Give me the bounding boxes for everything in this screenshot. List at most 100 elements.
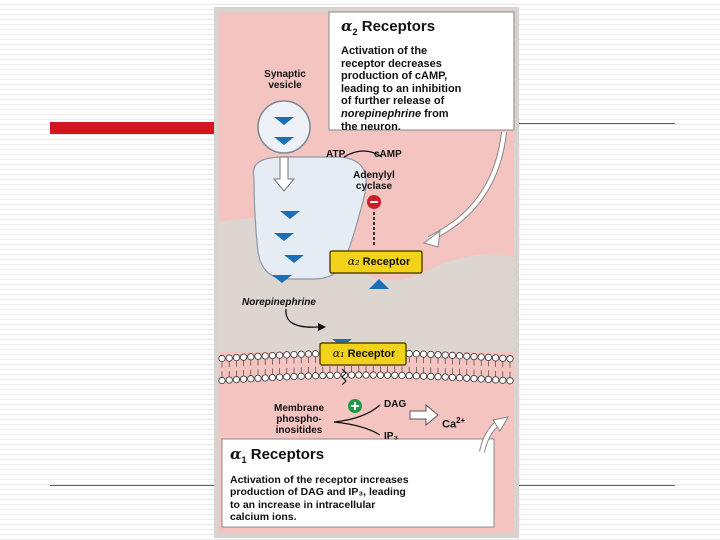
- lipid-head: [500, 355, 506, 361]
- lipid-head: [305, 351, 311, 357]
- adenylyl-line-2: cyclase: [344, 181, 404, 192]
- alpha1-line-1: Activation of the receptor increases: [230, 474, 490, 486]
- adenylyl-cyclase-label: Adenylyl cyclase: [344, 170, 404, 192]
- lipid-head: [456, 375, 462, 381]
- lipid-head: [363, 372, 369, 378]
- lipid-head: [226, 355, 232, 361]
- alpha1-title: α1 Receptors: [230, 445, 490, 469]
- lipid-head: [219, 377, 225, 383]
- alpha2-line-3: production of cAMP,: [341, 70, 511, 83]
- membrane-phosphoinositides-label: Membrane phospho- inositides: [264, 403, 334, 436]
- alpha2-line-7: the neuron.: [341, 121, 511, 134]
- lipid-head: [500, 377, 506, 383]
- lipid-head: [384, 372, 390, 378]
- lipid-head: [320, 372, 326, 378]
- alpha2-line-6: norepinephrine from: [341, 108, 511, 121]
- lipid-head: [392, 372, 398, 378]
- synaptic-label-line-1: Synaptic: [250, 69, 320, 80]
- alpha1-line-2: production of DAG and IP₃, leading: [230, 486, 490, 498]
- camp-label: cAMP: [374, 149, 402, 160]
- lipid-head: [226, 377, 232, 383]
- lipid-head: [464, 375, 470, 381]
- lipid-head: [377, 372, 383, 378]
- lipid-head: [276, 352, 282, 358]
- alpha1-receptor-label: α₁ Receptor: [324, 348, 404, 360]
- lipid-head: [507, 378, 513, 384]
- membrane-line-3: inositides: [264, 425, 334, 436]
- lipid-head: [464, 353, 470, 359]
- lipid-head: [255, 353, 261, 359]
- lipid-head: [219, 355, 225, 361]
- lipid-head: [284, 352, 290, 358]
- lipid-head: [449, 374, 455, 380]
- synaptic-label-line-2: vesicle: [250, 80, 320, 91]
- lipid-head: [428, 351, 434, 357]
- lipid-head: [406, 350, 412, 356]
- calcium-label: Ca2+: [442, 415, 465, 431]
- alpha1-receptor-prefix: α₁: [333, 347, 345, 360]
- lipid-head: [269, 374, 275, 380]
- alpha2-line-6-rest: from: [421, 108, 449, 120]
- lipid-head: [298, 351, 304, 357]
- alpha1-receptor-text: Receptor: [348, 348, 396, 360]
- lipid-head: [420, 373, 426, 379]
- accent-bar: [50, 122, 235, 134]
- lipid-head: [399, 372, 405, 378]
- lipid-head: [478, 354, 484, 360]
- alpha2-italic-word: norepinephrine: [341, 108, 421, 120]
- lipid-head: [370, 372, 376, 378]
- lipid-head: [233, 354, 239, 360]
- alpha2-receptor-text: Receptor: [363, 256, 411, 268]
- alpha1-line-4: calcium ions.: [230, 511, 490, 523]
- lipid-head: [471, 375, 477, 381]
- lipid-head: [233, 376, 239, 382]
- lipid-head: [485, 354, 491, 360]
- lipid-head: [435, 374, 441, 380]
- lipid-head: [240, 376, 246, 382]
- lipid-head: [471, 353, 477, 359]
- alpha1-symbol: α: [230, 445, 242, 463]
- lipid-head: [262, 375, 268, 381]
- adrenergic-receptor-diagram: α2 Receptors Activation of the receptor …: [214, 7, 519, 538]
- alpha2-line-2: receptor decreases: [341, 58, 511, 71]
- ip3-label: IP₃: [384, 431, 398, 442]
- calcium-charge: 2+: [456, 416, 465, 425]
- lipid-head: [449, 352, 455, 358]
- lipid-head: [327, 372, 333, 378]
- alpha2-title: α2 Receptors: [341, 17, 511, 41]
- lipid-head: [348, 372, 354, 378]
- atp-label: ATP: [326, 149, 345, 160]
- alpha1-callout: α1 Receptors Activation of the receptor …: [230, 445, 490, 524]
- lipid-head: [435, 352, 441, 358]
- alpha2-receptor-label: α₂ Receptor: [338, 256, 420, 268]
- alpha2-receptor-prefix: α₂: [348, 255, 360, 268]
- lipid-head: [406, 372, 412, 378]
- dag-label: DAG: [384, 399, 406, 410]
- lipid-head: [262, 353, 268, 359]
- lipid-head: [312, 373, 318, 379]
- lipid-head: [305, 373, 311, 379]
- alpha2-subscript: 2: [353, 27, 358, 37]
- synaptic-vesicle-label: Synaptic vesicle: [250, 69, 320, 91]
- lipid-head: [284, 374, 290, 380]
- alpha1-subscript: 1: [242, 455, 247, 465]
- alpha1-body: Activation of the receptor increases pro…: [230, 474, 490, 524]
- alpha2-body: Activation of the receptor decreases pro…: [341, 45, 511, 133]
- lipid-head: [507, 356, 513, 362]
- alpha2-line-1: Activation of the: [341, 45, 511, 58]
- lipid-head: [240, 354, 246, 360]
- lipid-head: [485, 376, 491, 382]
- alpha2-line-5: of further release of: [341, 95, 511, 108]
- membrane-line-1: Membrane: [264, 403, 334, 414]
- lipid-head: [276, 374, 282, 380]
- lipid-head: [248, 376, 254, 382]
- lipid-head: [334, 372, 340, 378]
- adenylyl-line-1: Adenylyl: [344, 170, 404, 181]
- lipid-head: [291, 351, 297, 357]
- alpha2-line-4: leading to an inhibition: [341, 83, 511, 96]
- alpha1-title-text: Receptors: [251, 446, 324, 463]
- norepinephrine-label: Norepinephrine: [242, 297, 316, 308]
- lipid-head: [413, 351, 419, 357]
- lipid-head: [492, 377, 498, 383]
- lipid-head: [442, 352, 448, 358]
